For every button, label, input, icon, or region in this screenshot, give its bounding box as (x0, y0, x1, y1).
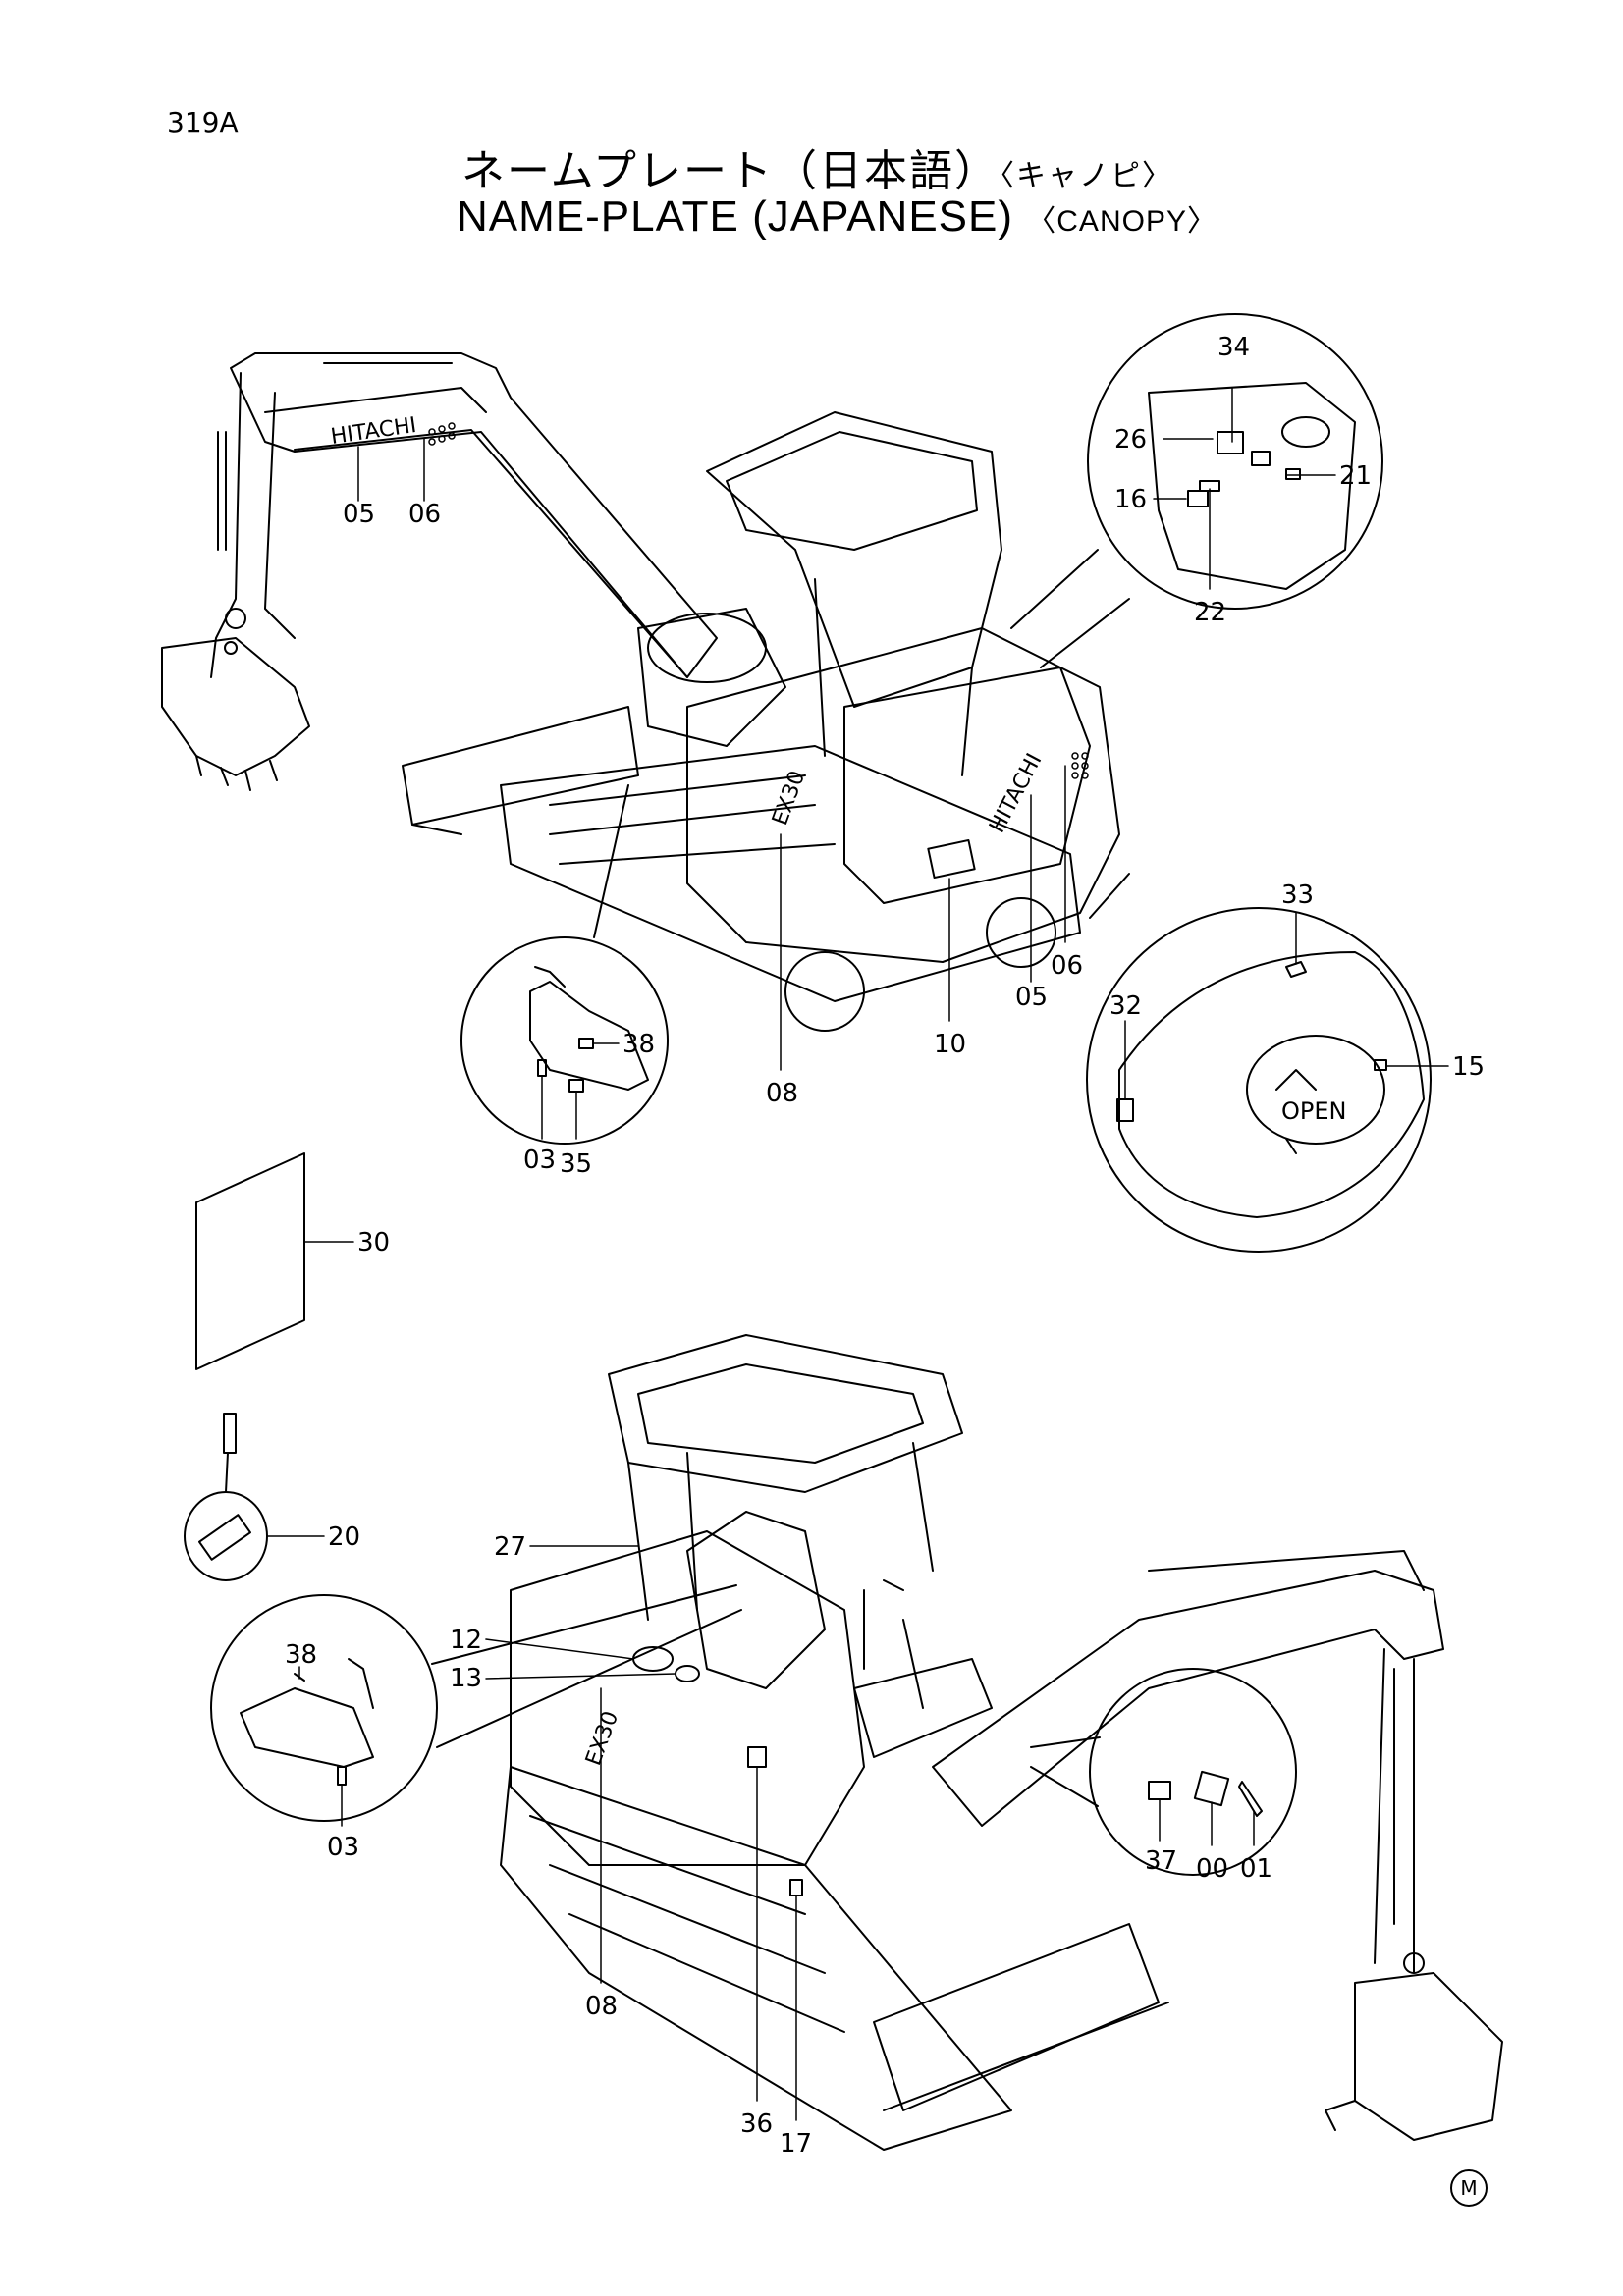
callout-20: 20 (328, 1522, 360, 1552)
corner-mark-m: M (1450, 2169, 1488, 2207)
callout-27: 27 (494, 1532, 526, 1562)
callout-13: 13 (450, 1664, 482, 1693)
callout-06-body: 06 (1051, 951, 1083, 981)
callout-06-arm: 06 (408, 500, 441, 529)
callout-36: 36 (740, 2109, 773, 2139)
callout-37: 37 (1145, 1846, 1177, 1876)
callout-15: 15 (1452, 1052, 1485, 1082)
excavator-top (161, 352, 1120, 1032)
decal-model-top: EX30 (768, 768, 810, 828)
excavator-bottom (500, 1334, 1503, 2151)
decal-model-bottom: EX30 (581, 1708, 623, 1769)
callout-01: 01 (1240, 1854, 1272, 1884)
key-tag (184, 1413, 268, 1581)
callout-32: 32 (1109, 991, 1142, 1021)
manual-sheet (195, 1152, 305, 1370)
decal-hitachi-body: HITACHI (985, 750, 1047, 837)
callout-35: 35 (560, 1149, 592, 1179)
callout-30: 30 (357, 1228, 390, 1257)
title-english: NAME-PLATE (JAPANESE) 〈CANOPY〉 (457, 192, 1217, 240)
callout-03-bottom: 03 (327, 1833, 359, 1862)
callout-22: 22 (1194, 598, 1226, 627)
decal-open: OPEN (1281, 1097, 1346, 1125)
detail-circle-lever-top (460, 784, 669, 1145)
callout-05-arm: 05 (343, 500, 375, 529)
detail-circle-fuel (1010, 313, 1383, 668)
title-english-sub: 〈CANOPY〉 (1026, 205, 1217, 238)
callout-17: 17 (780, 2129, 812, 2159)
callout-10: 10 (934, 1030, 966, 1059)
callout-38-top: 38 (622, 1030, 655, 1059)
callout-05-body: 05 (1015, 983, 1048, 1012)
callout-03-top: 03 (523, 1146, 556, 1175)
callout-26: 26 (1114, 425, 1147, 454)
detail-circle-boom (1030, 1668, 1297, 1876)
callout-33: 33 (1281, 881, 1314, 910)
callout-38-bottom: 38 (285, 1640, 317, 1670)
callout-12: 12 (450, 1626, 482, 1655)
detail-circle-engine (1086, 873, 1432, 1253)
callout-00: 00 (1196, 1854, 1228, 1884)
callout-16: 16 (1114, 485, 1147, 514)
title-japanese: ネームプレート（日本語）〈キャノピ〉 (461, 146, 1174, 196)
callout-34: 34 (1217, 333, 1250, 362)
callout-08-top: 08 (766, 1079, 798, 1108)
detail-circle-lever-bottom (210, 1584, 742, 1822)
title-japanese-sub: 〈キャノピ〉 (1000, 159, 1174, 193)
callout-21: 21 (1339, 461, 1372, 491)
callout-08-bottom: 08 (585, 1992, 618, 2021)
page-code: 319A (167, 106, 239, 138)
leader-lines (266, 387, 1449, 2121)
